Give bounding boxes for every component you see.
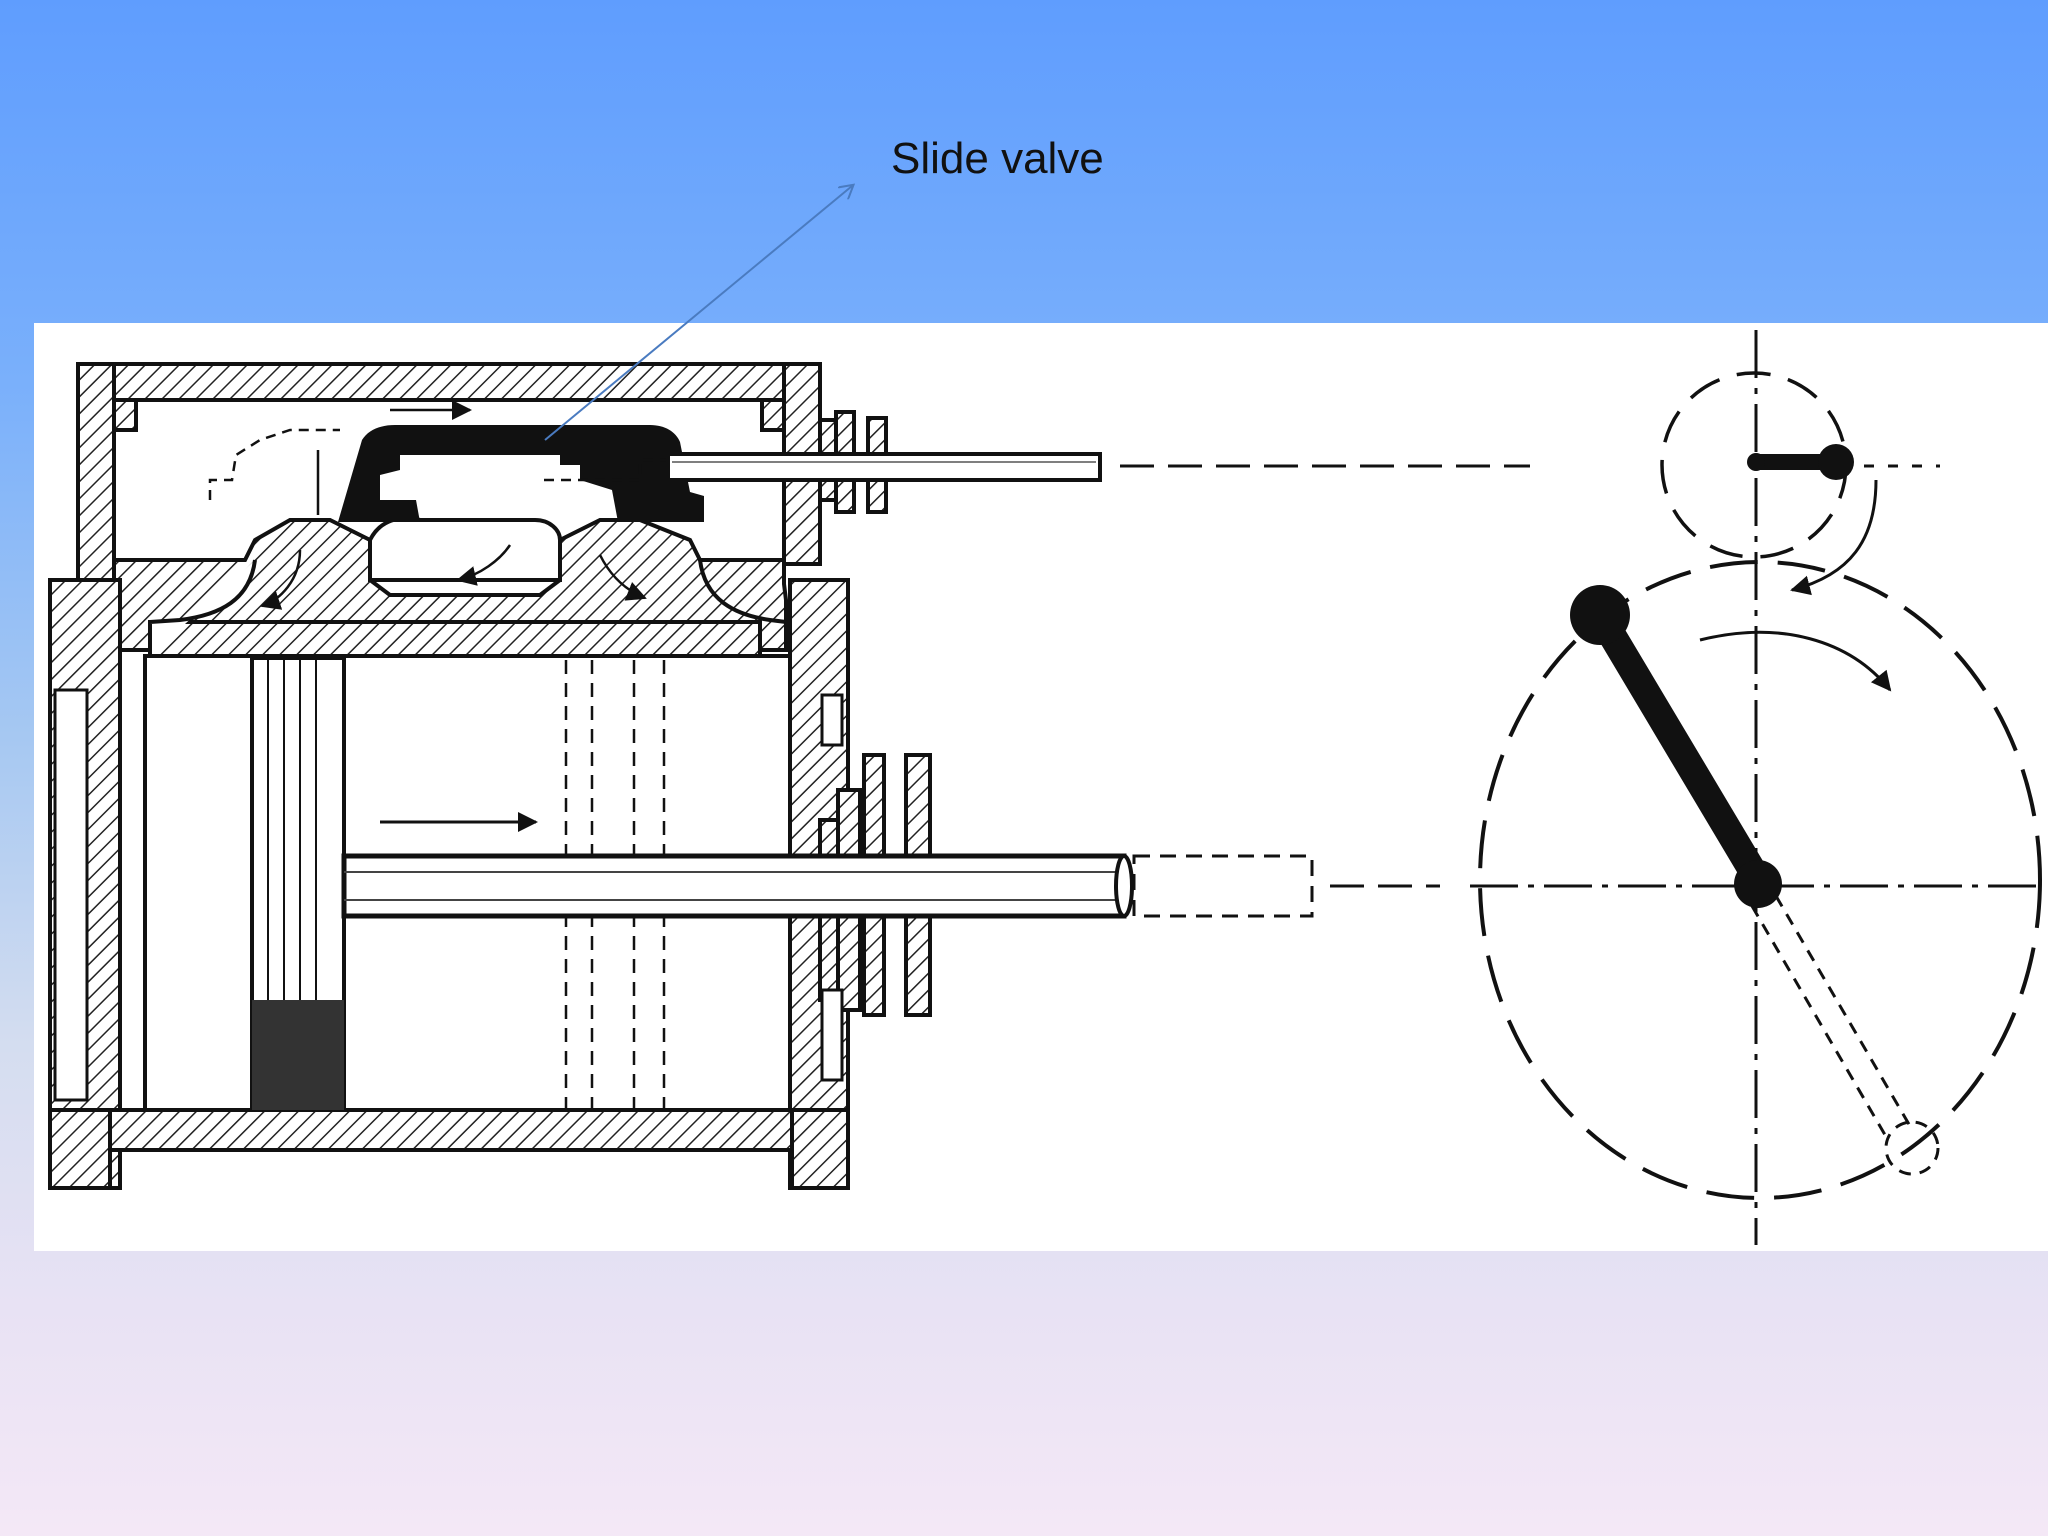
crank-alternate-position <box>1750 895 1940 1176</box>
steam-flow-arrows <box>260 400 647 610</box>
valve-rod <box>666 452 1530 482</box>
crank-rotation-arrow <box>1699 630 1892 692</box>
slide-valve-label: Slide valve <box>891 134 1104 183</box>
piston-rod <box>341 853 1440 919</box>
cover-recess-right-top <box>820 693 844 747</box>
steam-passages <box>148 516 787 656</box>
piston <box>250 656 346 1112</box>
piston-alternate-position <box>564 660 666 1108</box>
crank-circle <box>1478 560 2042 1200</box>
cover-recess-right-bottom <box>820 988 844 1082</box>
cover-recess-left <box>53 688 89 1102</box>
crank-arm <box>1570 585 1782 908</box>
annotation-arrow <box>544 186 852 441</box>
eccentric-rotation-arrow <box>1790 479 1878 596</box>
eccentric-arm <box>1747 444 1940 480</box>
